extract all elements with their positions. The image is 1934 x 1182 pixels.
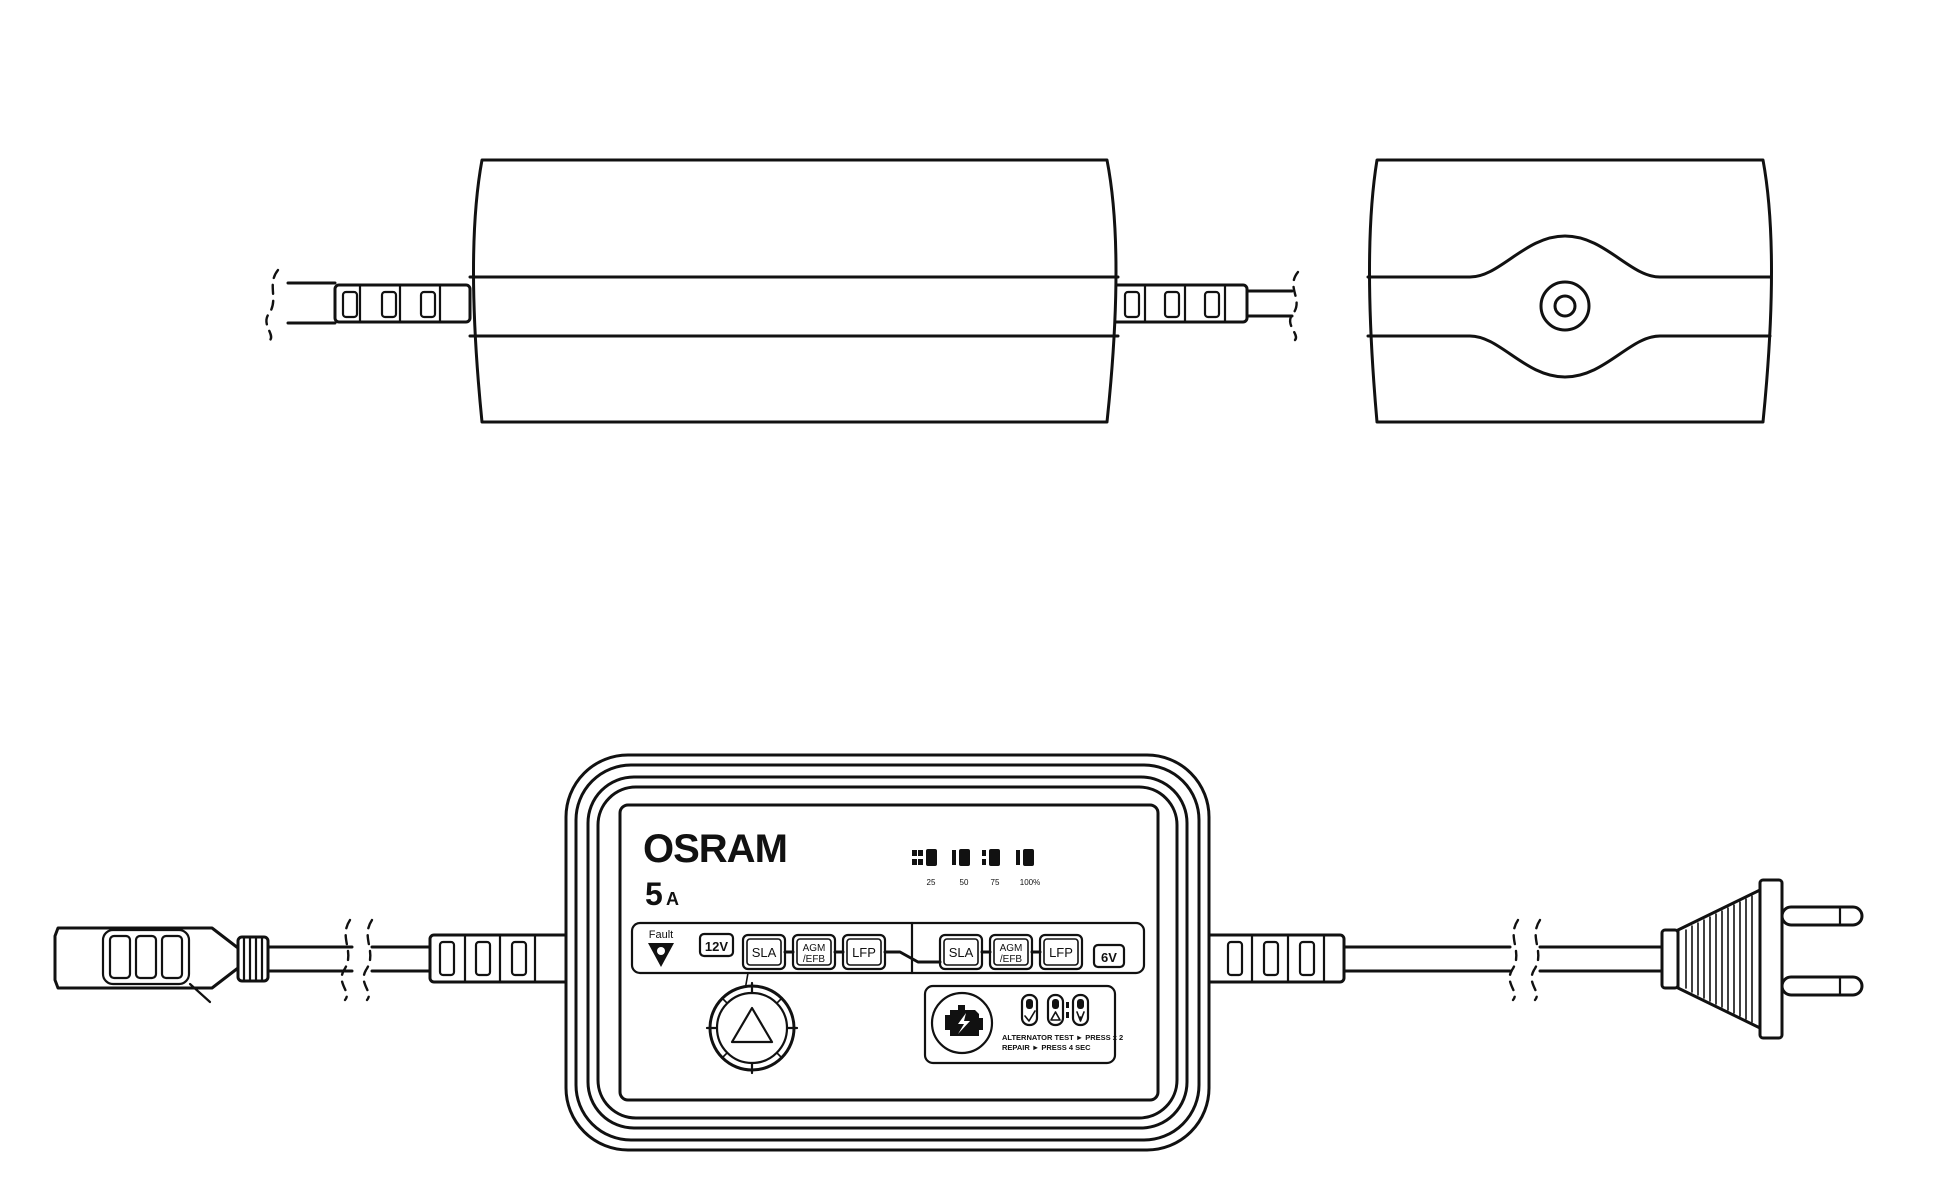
level-led-100 (1016, 849, 1034, 866)
engine-lightning-icon (930, 991, 994, 1055)
mode-agm-6v-line2: /EFB (1000, 954, 1023, 965)
rating-unit: A (666, 889, 679, 909)
mode-group-12v: SLA AGM /EFB LFP (741, 933, 887, 971)
check-icon (1020, 993, 1039, 1027)
mode-agm-12v-line1: AGM (803, 943, 826, 954)
level-label-75: 75 (991, 878, 1000, 887)
alternator-repair-box: ALTERNATOR TEST ► PRESS x 2 REPAIR ► PRE… (923, 984, 1123, 1065)
side-view (1366, 158, 1773, 424)
top-view (265, 158, 1300, 424)
level-label-100: 100% (1020, 878, 1040, 887)
voltage-12v-label: 12V (705, 939, 728, 954)
mains-plug (1660, 878, 1864, 1040)
mode-lfp-6v: LFP (1049, 945, 1073, 960)
level-label-50: 50 (960, 878, 969, 887)
front-view: OSRAM 5 A 2 (53, 753, 1864, 1152)
repair-icon (1071, 993, 1090, 1027)
voltage-6v-label: 6V (1101, 950, 1117, 965)
mode-strip: Fault 12V SLA AGM /EFB LFP (630, 921, 1146, 975)
output-connector (53, 926, 270, 1004)
level-led-25 (912, 849, 937, 866)
front-left-strain-relief (428, 933, 572, 984)
warning-triangle-icon (730, 1006, 774, 1044)
mode-lfp-12v: LFP (852, 945, 876, 960)
mode-sla-12v: SLA (752, 945, 777, 960)
level-led-50 (952, 849, 970, 866)
top-view-housing (468, 158, 1120, 424)
brand-logo: OSRAM (643, 827, 787, 871)
mode-sla-6v: SLA (949, 945, 974, 960)
top-left-cable (265, 268, 472, 342)
mode-agm-6v-line1: AGM (1000, 943, 1023, 954)
fault-label: Fault (649, 929, 673, 941)
front-right-strain-relief (1202, 933, 1346, 984)
mode-agm-12v-line2: /EFB (803, 954, 826, 965)
rating-number: 5 (645, 876, 663, 912)
mode-button[interactable] (705, 981, 799, 1075)
alternator-test-text: ALTERNATOR TEST ► PRESS x 2 (1002, 1033, 1123, 1042)
mode-group-6v: SLA AGM /EFB LFP (938, 933, 1084, 971)
fault-triangle-icon (648, 943, 674, 967)
level-led-75 (982, 849, 1000, 866)
dc-socket-icon (1539, 280, 1591, 332)
repair-text: REPAIR ► PRESS 4 SEC (1002, 1043, 1091, 1052)
top-right-cable (1108, 270, 1300, 342)
warning-icon (1046, 993, 1065, 1027)
level-label-25: 25 (927, 878, 936, 887)
charge-level-indicator: 25 50 75 100% (912, 849, 1040, 887)
